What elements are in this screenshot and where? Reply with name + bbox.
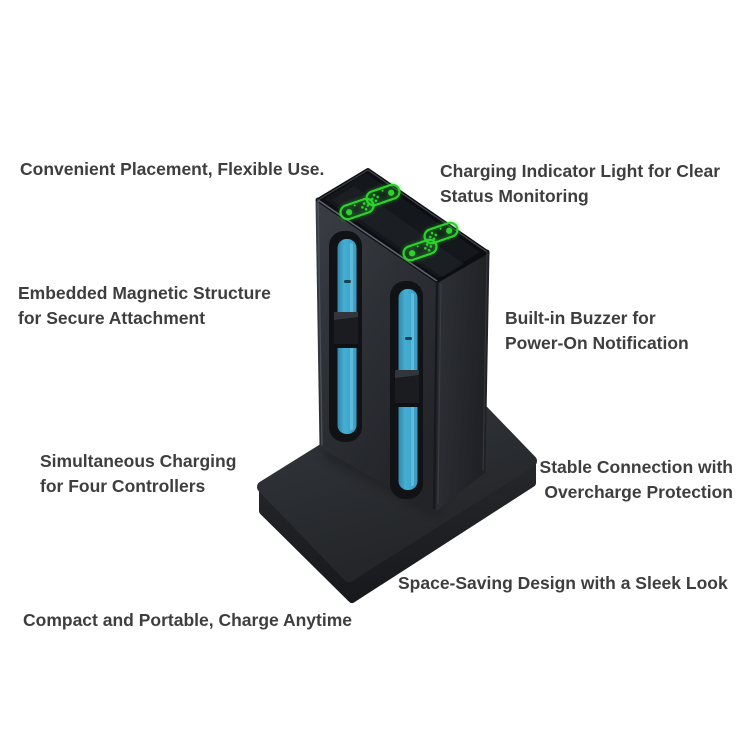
callout-space-saving: Space-Saving Design with a Sleek Look <box>398 571 728 596</box>
tower-edges <box>317 169 488 510</box>
callout-charging-indicator: Charging Indicator Light for Clear Statu… <box>440 159 720 209</box>
rail-notch <box>344 280 351 283</box>
callout-line: Charging Indicator Light for Clear <box>440 161 721 181</box>
callout-line: Space-Saving Design with a Sleek Look <box>398 573 728 593</box>
callout-line: for Secure Attachment <box>18 308 206 328</box>
tower-side-face <box>431 249 490 513</box>
callout-line: Simultaneous Charging <box>40 451 237 471</box>
callout-convenient-placement: Convenient Placement, Flexible Use. <box>20 157 324 182</box>
callout-line: Built-in Buzzer for <box>505 308 656 328</box>
callout-line: Convenient Placement, Flexible Use. <box>20 159 325 179</box>
charging-slot-left <box>329 231 362 442</box>
callout-magnetic-structure: Embedded Magnetic Structure for Secure A… <box>18 281 271 331</box>
dock-tower <box>315 168 490 513</box>
callout-line: Status Monitoring <box>440 186 589 206</box>
callout-line: for Four Controllers <box>40 476 206 496</box>
callout-line: Compact and Portable, Charge Anytime <box>23 610 352 630</box>
rail-notch <box>405 337 412 340</box>
callout-stable-connection: Stable Connection with Overcharge Protec… <box>540 455 733 505</box>
callout-built-in-buzzer: Built-in Buzzer for Power-On Notificatio… <box>505 306 689 356</box>
callout-compact-portable: Compact and Portable, Charge Anytime <box>23 608 352 633</box>
charging-slot-right <box>390 281 423 499</box>
callout-line: Embedded Magnetic Structure <box>18 283 271 303</box>
callout-line: Stable Connection with <box>539 457 733 477</box>
callout-simultaneous-charging: Simultaneous Charging for Four Controlle… <box>40 449 236 499</box>
connector-bottom <box>334 344 358 348</box>
connector-top <box>334 312 358 320</box>
connector-bottom <box>395 403 419 407</box>
callout-line: Overcharge Protection <box>544 482 733 502</box>
callout-line: Power-On Notification <box>505 333 689 353</box>
connector-top <box>395 370 419 378</box>
